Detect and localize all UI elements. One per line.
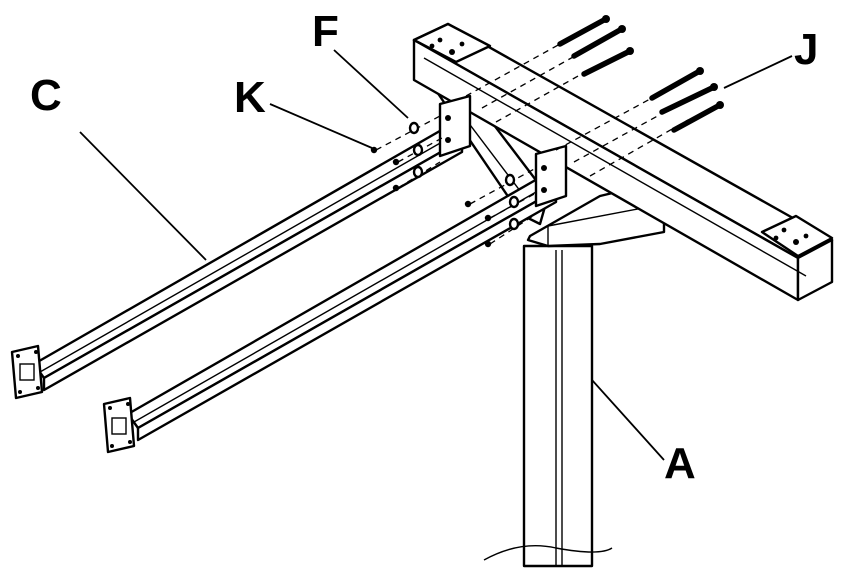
cross-beam (412, 22, 834, 302)
arm-lower (102, 144, 568, 454)
bolts-j (465, 15, 724, 177)
arm-upper (10, 94, 472, 400)
leader-a (591, 379, 665, 461)
label-k: K (234, 73, 266, 122)
label-c: C (30, 71, 62, 120)
leader-c (79, 131, 207, 261)
label-a: A (664, 439, 696, 488)
leader-j (723, 55, 793, 89)
leg-column (483, 244, 613, 568)
fasteners-left (370, 115, 539, 248)
leader-k (269, 103, 373, 149)
label-f: F (312, 7, 339, 56)
leader-f (333, 49, 409, 119)
label-j: J (794, 25, 818, 74)
